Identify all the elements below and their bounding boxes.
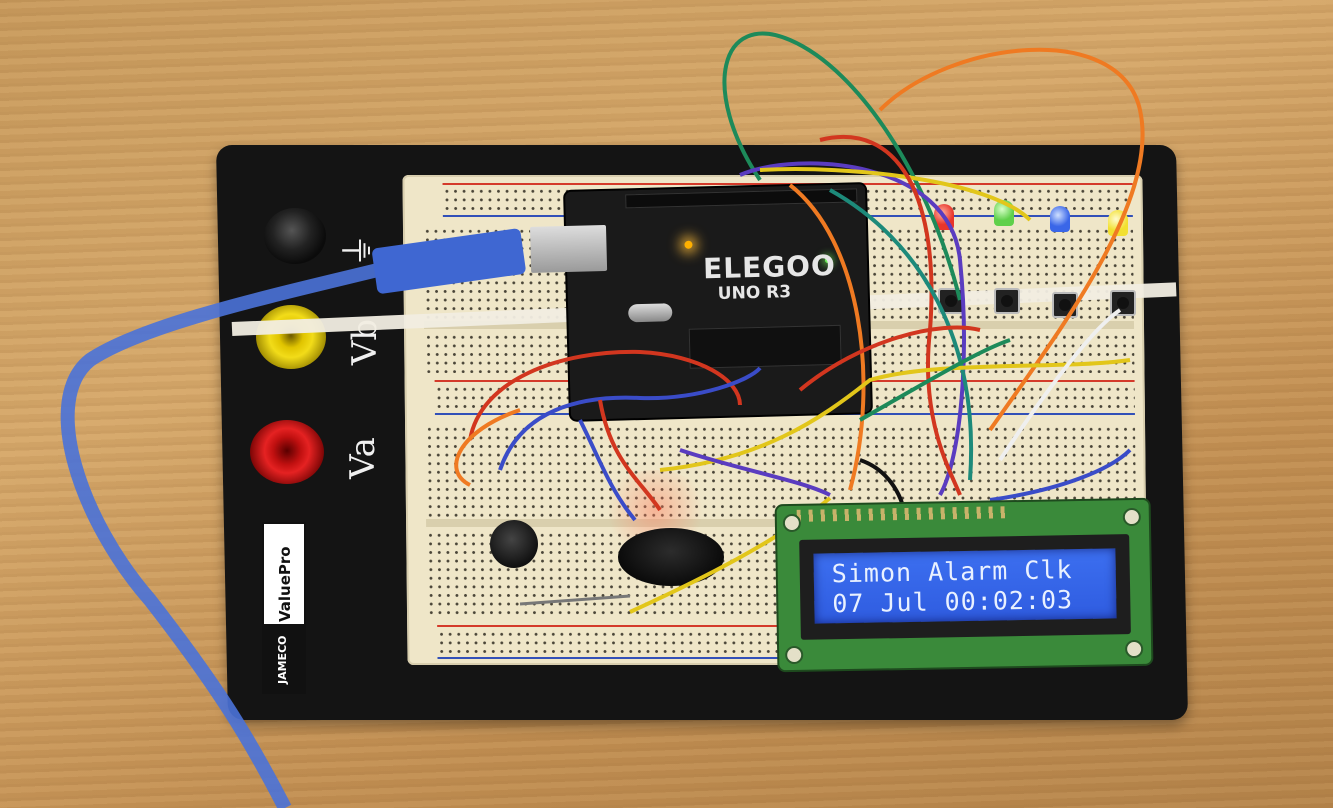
lcd-header-pins (796, 506, 1007, 522)
brand-plate: ValuePro JAMECO (262, 522, 306, 694)
push-button-2[interactable] (994, 288, 1020, 314)
wire-blue-3 (989, 448, 1132, 502)
usb-plug (372, 228, 526, 294)
mount-hole (785, 645, 804, 665)
wire-yellow-1 (759, 167, 1032, 222)
potentiometer[interactable] (490, 520, 538, 568)
va-binding-post (250, 420, 324, 484)
vb-binding-post (256, 305, 326, 369)
blue-led (1050, 206, 1070, 232)
wire-orange-3 (454, 408, 521, 487)
resistor-lead (519, 594, 631, 606)
lcd-bezel: Simon Alarm Clk 07 Jul 00:02:03 (799, 534, 1131, 640)
ground-binding-post (264, 208, 326, 264)
push-button-3[interactable] (1052, 292, 1078, 318)
mount-hole (1124, 639, 1144, 659)
wire-white-1 (998, 308, 1122, 462)
wire-green-2 (859, 338, 1011, 422)
lcd-line-2: 07 Jul 00:02:03 (832, 585, 1074, 619)
wire-teal-1 (829, 188, 974, 481)
wire-red-4 (798, 325, 981, 392)
wire-red-2 (468, 349, 742, 441)
wire-orange-2 (788, 183, 866, 491)
wire-blue-1 (498, 366, 762, 471)
lcd-screen: Simon Alarm Clk 07 Jul 00:02:03 (813, 548, 1117, 624)
usb-cable (60, 255, 412, 808)
wire-purple-1 (739, 161, 966, 496)
lcd-line-1: Simon Alarm Clk (831, 555, 1073, 589)
mount-hole (1122, 507, 1141, 527)
wire-blue-2 (578, 419, 637, 522)
wire-orange-1 (878, 47, 1145, 432)
wire-red-3 (598, 399, 662, 512)
lcd-module: Simon Alarm Clk 07 Jul 00:02:03 (776, 499, 1152, 671)
wire-yellow-3 (659, 358, 1131, 472)
mount-hole (782, 513, 802, 533)
wire-red-1 (819, 134, 962, 496)
brand-maker-box: JAMECO (264, 624, 304, 692)
wire-purple-2 (679, 448, 831, 497)
